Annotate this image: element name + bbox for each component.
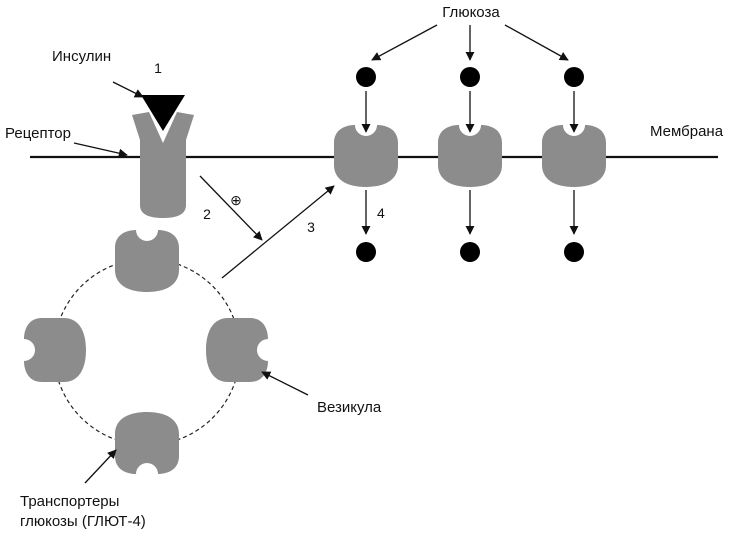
vesicle-transporter-right [206, 318, 268, 382]
vesicle-transporter-bottom [115, 412, 179, 474]
transporters-label-line-1: Транспортеры [20, 493, 119, 510]
glucose-molecule-inside-2 [460, 242, 480, 262]
vesicle-transporter-left [24, 318, 86, 382]
signal-arrow-step-2 [199, 175, 263, 241]
membrane-label: Мембрана [650, 123, 724, 140]
transporters-label-line-2: глюкозы (ГЛЮТ-4) [20, 513, 146, 530]
insulin-label: Инсулин [52, 48, 111, 65]
insulin-triangle [141, 95, 185, 131]
glucose-molecule-outside-3 [564, 67, 584, 87]
membrane-transporter-3 [542, 125, 606, 187]
vesicle-label: Везикула [317, 399, 382, 416]
transporters-pointer-arrow [84, 449, 117, 484]
receptor-shape [132, 112, 194, 218]
glucose-molecule-inside-1 [356, 242, 376, 262]
vesicle-pointer-arrow [261, 371, 309, 396]
step-4-number: 4 [377, 205, 385, 221]
step-1-number: 1 [154, 60, 162, 76]
glucose-molecule-outside-2 [460, 67, 480, 87]
membrane-transporter-2 [438, 125, 502, 187]
step-2-number: 2 [203, 206, 211, 222]
translocation-arrow-step-3 [221, 185, 335, 279]
insulin-pointer-arrow [112, 81, 144, 98]
glucose-arrow-3 [504, 24, 569, 61]
glucose-molecule-outside-1 [356, 67, 376, 87]
receptor-label: Рецептор [5, 125, 71, 142]
glucose-molecule-inside-3 [564, 242, 584, 262]
receptor-pointer-arrow [73, 142, 128, 158]
step-3-number: 3 [307, 219, 315, 235]
glucose-arrow-1 [371, 24, 438, 61]
plus-sign: ⊕ [230, 192, 242, 208]
membrane-transporter-1 [334, 125, 398, 187]
glucose-label: Глюкоза [442, 4, 500, 21]
vesicle-transporter-top [115, 230, 179, 292]
